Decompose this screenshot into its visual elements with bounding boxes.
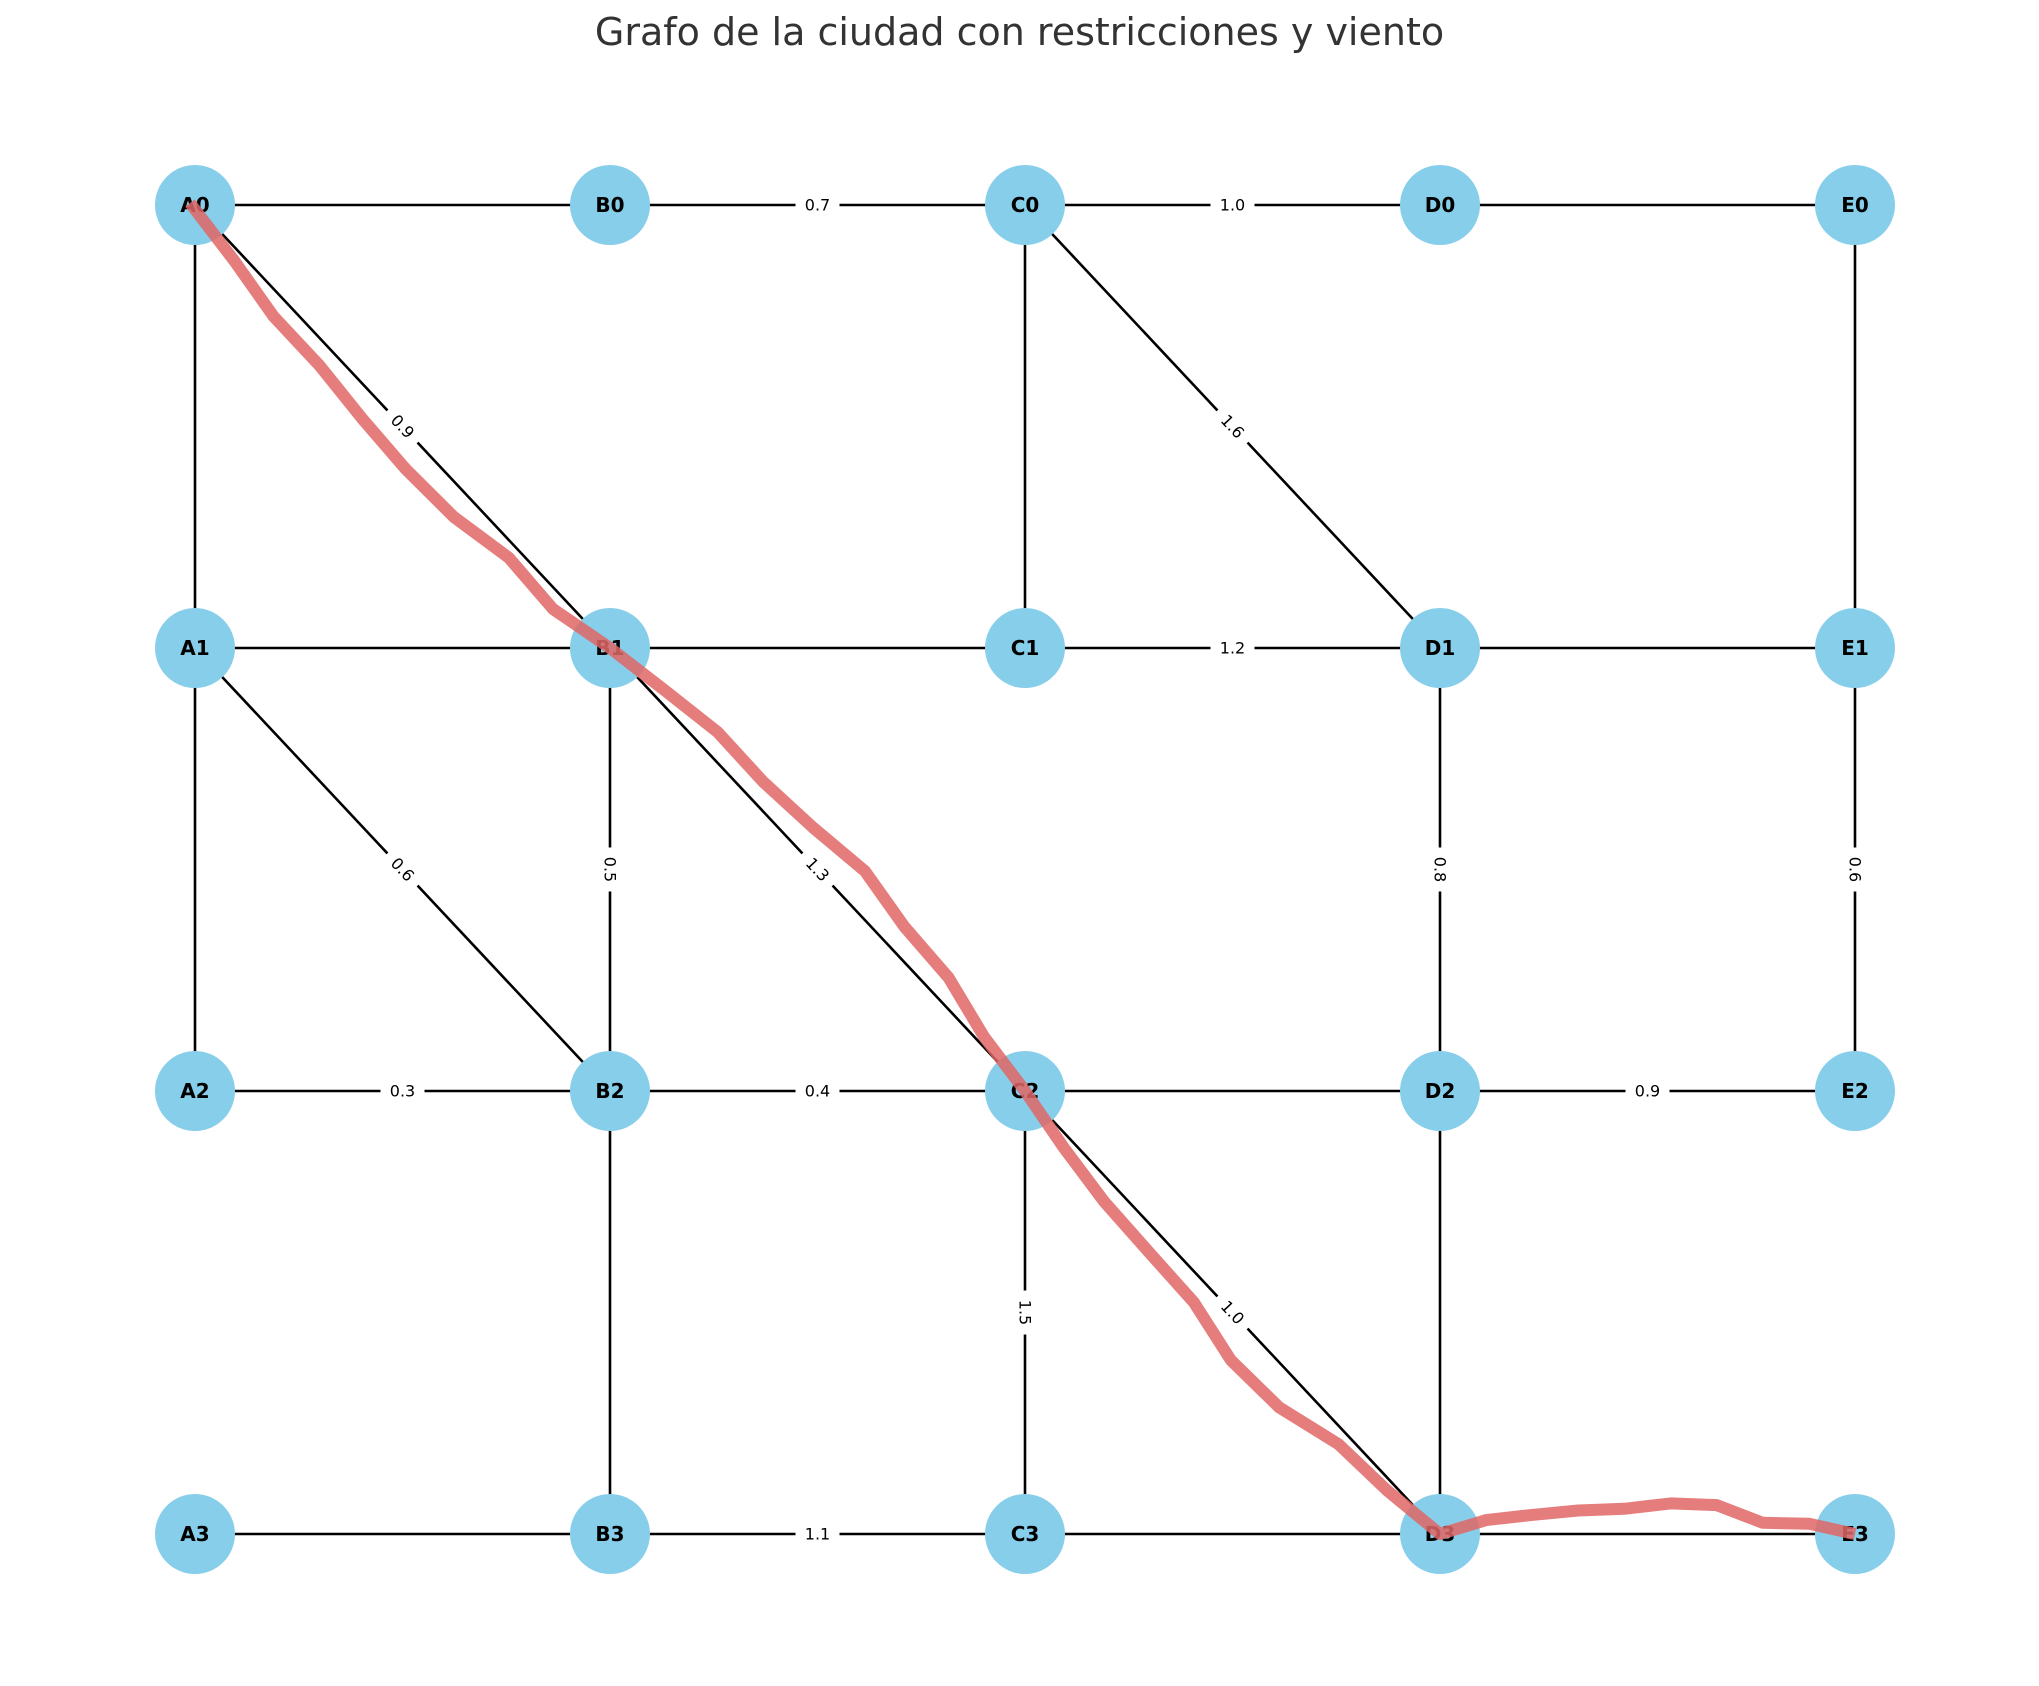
node-e2: E2 xyxy=(1815,1051,1895,1131)
edge-label-background xyxy=(378,845,427,894)
node-circle xyxy=(1815,1051,1895,1131)
node-circle xyxy=(1400,165,1480,245)
node-circle xyxy=(1815,165,1895,245)
node-label: E2 xyxy=(1841,1079,1869,1103)
edge-label-background xyxy=(795,193,840,217)
node-label: D1 xyxy=(1425,636,1456,660)
node-e0: E0 xyxy=(1815,165,1895,245)
node-circle xyxy=(570,1051,650,1131)
node-a2: A2 xyxy=(155,1051,235,1131)
node-c1: C1 xyxy=(985,608,1065,688)
edge-label-d2-e2: 0.9 xyxy=(1625,1079,1670,1103)
edge-label-e1-e2: 0.6 xyxy=(1843,847,1867,892)
node-e1: E1 xyxy=(1815,608,1895,688)
node-circle xyxy=(155,608,235,688)
node-a3: A3 xyxy=(155,1494,235,1574)
node-circle xyxy=(155,1051,235,1131)
edge-label-b2-c2: 0.4 xyxy=(795,1079,840,1103)
edge-label-background xyxy=(793,845,842,894)
edge-label-a2-b2: 0.3 xyxy=(380,1079,425,1103)
edge-label-c0-d0: 1.0 xyxy=(1210,193,1255,217)
edge-weight-label: 0.3 xyxy=(390,1082,415,1101)
node-label: E1 xyxy=(1841,636,1869,660)
edge-label-background xyxy=(1843,847,1867,892)
page-title: Grafo de la ciudad con restricciones y v… xyxy=(594,10,1445,54)
node-circle xyxy=(985,608,1065,688)
node-d1: D1 xyxy=(1400,608,1480,688)
edge-weight-label: 1.5 xyxy=(1016,1300,1035,1325)
node-label: A1 xyxy=(180,636,209,660)
edge-label-background xyxy=(378,402,427,451)
edge-weight-label: 0.5 xyxy=(601,857,620,882)
edge-label-c2-c3: 1.5 xyxy=(1013,1290,1037,1335)
node-circle xyxy=(570,165,650,245)
node-circle xyxy=(985,1494,1065,1574)
node-label: D2 xyxy=(1425,1079,1456,1103)
node-label: C3 xyxy=(1011,1522,1040,1546)
edge-label-b0-c0: 0.7 xyxy=(795,193,840,217)
node-circle xyxy=(155,1494,235,1574)
edge-label-background xyxy=(1625,1079,1670,1103)
node-a1: A1 xyxy=(155,608,235,688)
node-b3: B3 xyxy=(570,1494,650,1574)
edge-label-b1-b2: 0.5 xyxy=(598,847,622,892)
edge-label-background xyxy=(1013,1290,1037,1335)
edge-weight-label: 1.2 xyxy=(1220,639,1245,658)
node-circle xyxy=(1815,608,1895,688)
edges-layer xyxy=(193,203,1857,1536)
edge-label-background xyxy=(1208,1288,1257,1337)
route-path xyxy=(185,199,1857,1540)
node-b2: B2 xyxy=(570,1051,650,1131)
node-circle xyxy=(570,1494,650,1574)
node-label: A3 xyxy=(180,1522,209,1546)
edge-weight-label: 0.7 xyxy=(805,196,830,215)
edge-weight-label: 0.8 xyxy=(1431,857,1450,882)
node-d0: D0 xyxy=(1400,165,1480,245)
node-b0: B0 xyxy=(570,165,650,245)
edge-weight-label: 0.9 xyxy=(1635,1082,1660,1101)
edge-weight-label: 0.6 xyxy=(1846,857,1865,882)
node-label: B2 xyxy=(595,1079,624,1103)
edge-label-background xyxy=(380,1079,425,1103)
edge-label-c1-d1: 1.2 xyxy=(1210,636,1255,660)
edge-label-background xyxy=(1210,193,1255,217)
edge-weight-label: 1.0 xyxy=(1220,196,1245,215)
node-label: C1 xyxy=(1011,636,1040,660)
node-c0: C0 xyxy=(985,165,1065,245)
node-label: A2 xyxy=(180,1079,209,1103)
edge-weight-label: 0.4 xyxy=(805,1082,830,1101)
node-label: D0 xyxy=(1425,193,1456,217)
edge-label-b3-c3: 1.1 xyxy=(795,1522,840,1546)
node-label: C0 xyxy=(1011,193,1040,217)
edge-label-background xyxy=(1208,402,1257,451)
node-label: B0 xyxy=(595,193,624,217)
edge-label-background xyxy=(795,1079,840,1103)
node-c3: C3 xyxy=(985,1494,1065,1574)
node-label: B3 xyxy=(595,1522,624,1546)
edge-weight-label: 1.1 xyxy=(805,1525,830,1544)
node-d2: D2 xyxy=(1400,1051,1480,1131)
edge-label-background xyxy=(1210,636,1255,660)
node-label: E0 xyxy=(1841,193,1869,217)
node-circle xyxy=(1400,1051,1480,1131)
node-circle xyxy=(985,165,1065,245)
edge-label-background xyxy=(795,1522,840,1546)
edge-label-background xyxy=(1428,847,1452,892)
node-circle xyxy=(1400,608,1480,688)
edge-label-d1-d2: 0.8 xyxy=(1428,847,1452,892)
route-layer xyxy=(185,199,1857,1540)
edge-label-background xyxy=(598,847,622,892)
